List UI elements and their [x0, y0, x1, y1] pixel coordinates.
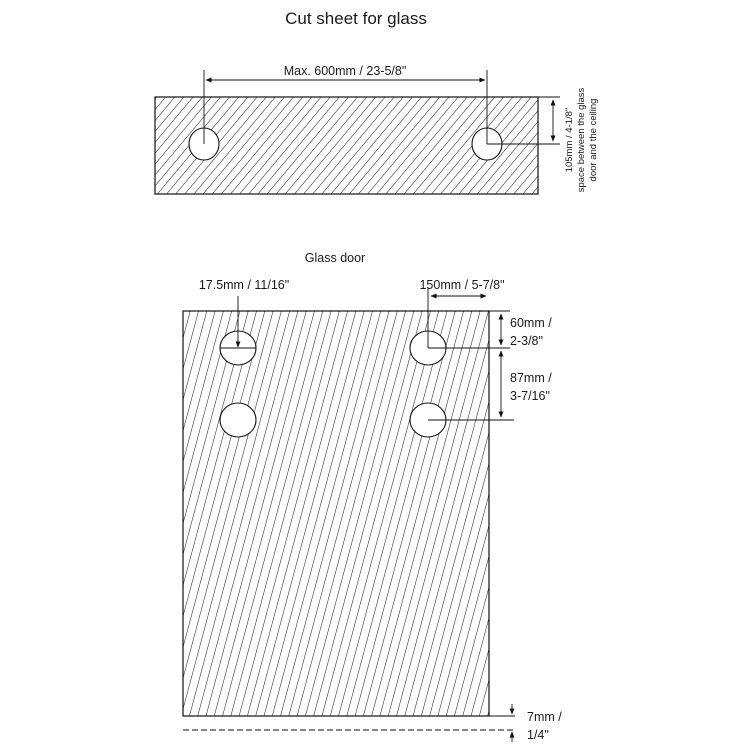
page-title: Cut sheet for glass — [285, 9, 427, 28]
hole-spacing-label-line-2: 3-7/16" — [510, 389, 550, 403]
side-note-line-1: space between the glass — [576, 87, 587, 192]
hole-diameter-label: 17.5mm / 11/16" — [199, 278, 289, 292]
door-hole-bottom-left — [219, 402, 257, 438]
side-note-line-2: door and the ceiling — [588, 99, 599, 182]
top-offset-label-line-1: 60mm / — [510, 316, 552, 330]
door-panel: Glass door 17.5mm / 11/16" 150mm / 5-7/8… — [182, 251, 562, 742]
span-dimension-label: Max. 600mm / 23-5/8" — [284, 64, 407, 78]
bottom-gap-label-line-1: 7mm / — [527, 710, 562, 724]
edge-offset-label: 150mm / 5-7/8" — [419, 278, 504, 292]
side-dimension-label: 105mm / 4-1/8" — [564, 108, 575, 173]
door-heading: Glass door — [305, 251, 365, 265]
door-glass — [182, 310, 490, 717]
top-offset-label-line-2: 2-3/8" — [510, 334, 543, 348]
top-panel: Max. 600mm / 23-5/8" 105mm / 4-1/8" spac… — [154, 64, 599, 195]
bottom-gap-label-line-2: 1/4" — [527, 728, 549, 742]
hole-spacing-label-line-1: 87mm / — [510, 371, 552, 385]
